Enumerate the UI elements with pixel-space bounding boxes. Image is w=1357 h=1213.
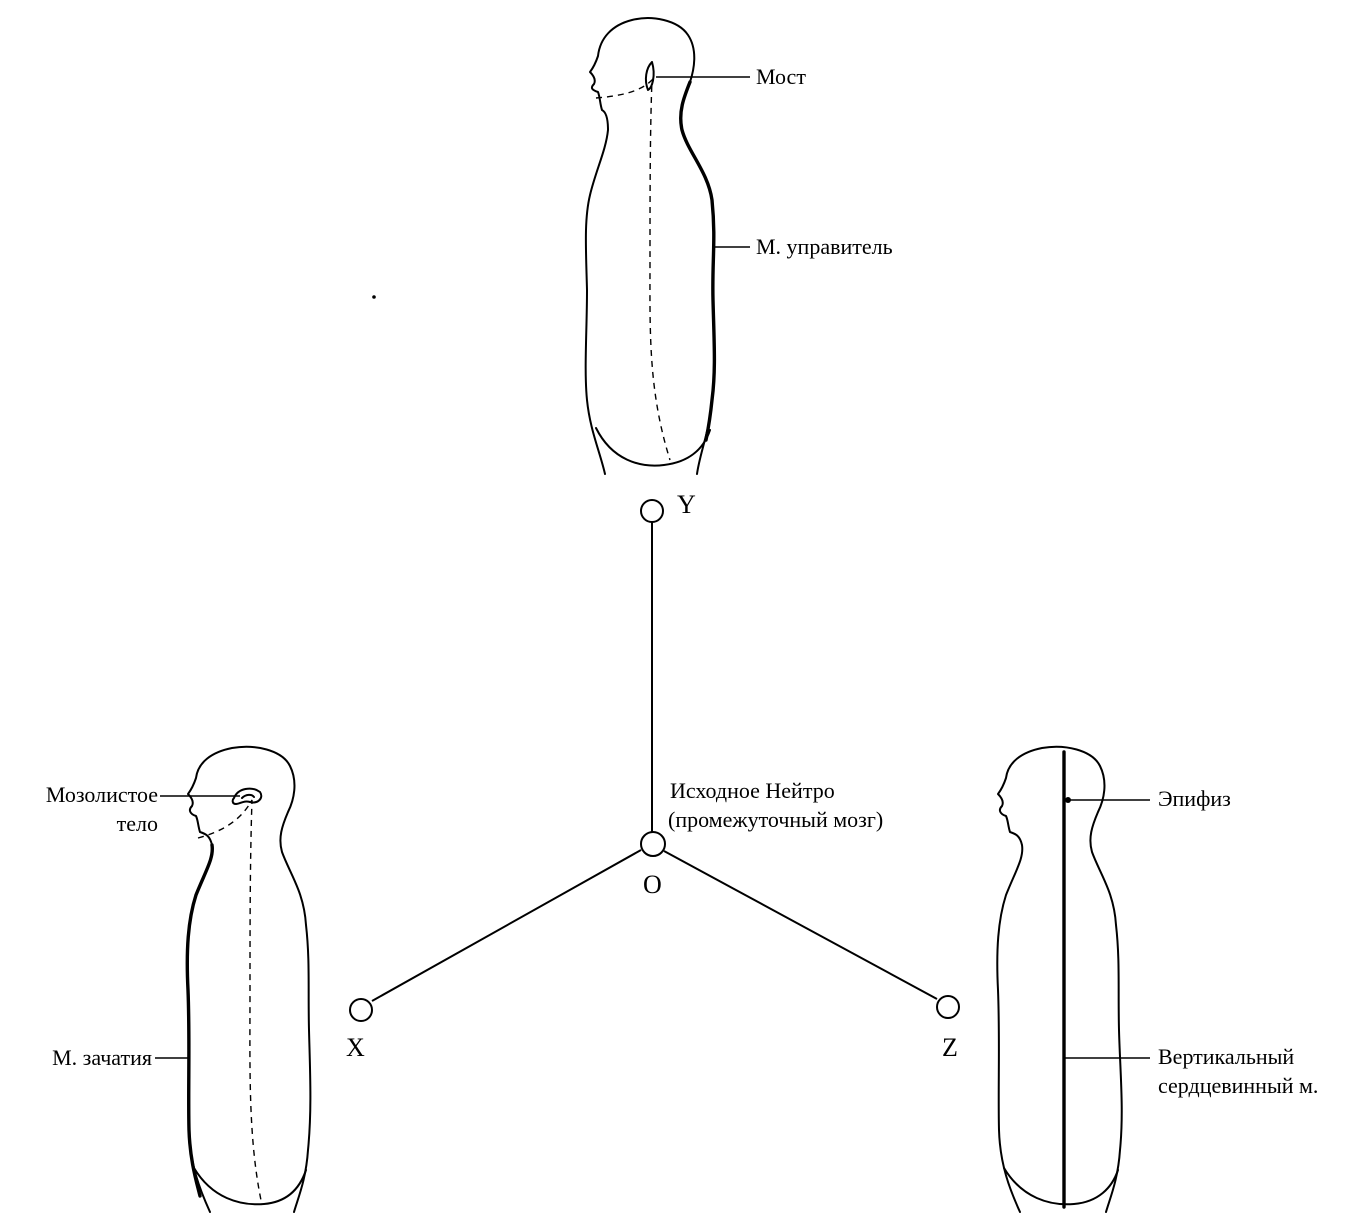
label-upravitel: М. управитель [756,234,893,260]
right-figure-hip-curve [1004,1168,1118,1204]
left-figure-hip-curve [194,1168,306,1204]
axis-oz [664,851,937,999]
top-figure-hip-curve [596,428,710,466]
label-origin-line2: (промежуточный мозг) [668,807,883,833]
label-epifiz: Эпифиз [1158,786,1231,812]
node-x [350,999,372,1021]
left-figure-outline [187,747,310,1212]
node-o [641,832,665,856]
label-most: Мост [756,64,806,90]
left-figure-dashed-line [198,800,262,1205]
label-zachatiya: М. зачатия [8,1045,152,1071]
axis-label-y: Y [677,492,696,518]
node-z [937,996,959,1018]
label-origin-line1: Исходное Нейтро [670,778,835,804]
top-figure-governing-meridian [681,82,715,440]
label-mozolistoe-line2: тело [8,811,158,837]
right-figure [997,747,1150,1212]
axis-label-x: X [346,1035,365,1061]
left-figure-conception-meridian [187,845,212,1196]
label-mozolistoe-line1: Мозолистое [8,782,158,808]
label-vertikalnyi-line2: сердцевинный м. [1158,1073,1318,1099]
axis-ox [372,850,641,1001]
axes-system [350,500,959,1021]
right-figure-outline [997,747,1121,1212]
node-y [641,500,663,522]
label-vertikalnyi-line1: Вертикальный [1158,1044,1294,1070]
top-figure [586,18,750,474]
axis-label-z: Z [942,1035,958,1061]
left-figure [155,747,310,1212]
print-speck [372,295,376,299]
top-figure-ear [646,62,654,90]
corpus-callosum-inner [242,795,254,798]
axis-label-o: O [643,872,662,898]
